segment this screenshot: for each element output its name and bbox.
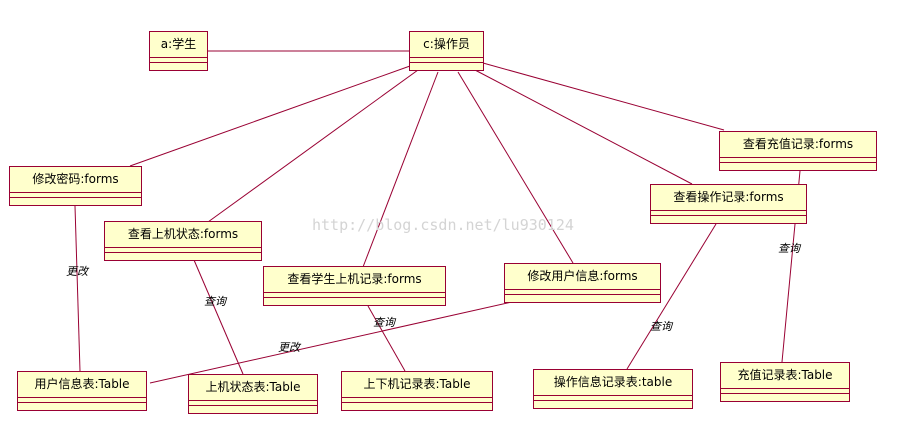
object-operation-info-record-table-label: 操作信息记录表:table <box>534 370 692 396</box>
object-operation-info-record-table[interactable]: 操作信息记录表:table <box>533 369 693 409</box>
link-change-password-user-table <box>74 205 81 372</box>
object-view-operation-record-form-label: 查看操作记录:forms <box>651 185 806 211</box>
edge-label-online-status-query: 查询 <box>204 295 226 308</box>
object-student-label: a:学生 <box>150 32 207 58</box>
object-view-student-online-record-form[interactable]: 查看学生上机记录:forms <box>263 266 446 306</box>
edge-label-student-record-query: 查询 <box>373 316 395 329</box>
object-view-operation-record-form[interactable]: 查看操作记录:forms <box>650 184 807 224</box>
link-operator-recharge-record <box>482 62 725 131</box>
edge-label-recharge-record-query: 查询 <box>778 242 800 255</box>
link-online-status-table <box>193 259 244 375</box>
link-operation-record-table <box>626 223 717 370</box>
link-student-record-table <box>367 305 406 372</box>
object-view-online-status-form-label: 查看上机状态:forms <box>105 222 261 248</box>
object-recharge-record-table[interactable]: 充值记录表:Table <box>720 362 850 402</box>
link-operator-online-status <box>207 69 419 223</box>
edge-label-modify-user-update: 更改 <box>278 341 300 354</box>
edge-label-operation-record-query: 查询 <box>650 320 672 333</box>
object-recharge-record-table-label: 充值记录表:Table <box>721 363 849 389</box>
object-view-online-status-form[interactable]: 查看上机状态:forms <box>104 221 262 261</box>
object-online-status-table[interactable]: 上机状态表:Table <box>188 374 318 414</box>
watermark: http://blog.csdn.net/lu930124 <box>312 216 574 234</box>
link-operator-modify-user <box>457 71 574 264</box>
link-operator-operation-record <box>474 69 693 185</box>
object-student[interactable]: a:学生 <box>149 31 208 71</box>
link-modify-user-user-table <box>149 301 513 384</box>
object-change-password-form[interactable]: 修改密码:forms <box>9 166 142 206</box>
object-login-logout-record-table[interactable]: 上下机记录表:Table <box>341 371 493 411</box>
link-operator-change-password <box>129 65 411 167</box>
object-modify-user-info-form[interactable]: 修改用户信息:forms <box>504 263 661 303</box>
object-view-recharge-record-form-label: 查看充值记录:forms <box>720 132 876 158</box>
object-operator[interactable]: c:操作员 <box>409 31 484 71</box>
object-login-logout-record-table-label: 上下机记录表:Table <box>342 372 492 398</box>
link-operator-student-record <box>362 71 439 268</box>
object-online-status-table-label: 上机状态表:Table <box>189 375 317 401</box>
object-operator-label: c:操作员 <box>410 32 483 58</box>
object-view-recharge-record-form[interactable]: 查看充值记录:forms <box>719 131 877 171</box>
object-view-student-online-record-form-label: 查看学生上机记录:forms <box>264 267 445 293</box>
edge-label-change-password-update: 更改 <box>66 265 88 278</box>
object-modify-user-info-form-label: 修改用户信息:forms <box>505 264 660 290</box>
object-change-password-form-label: 修改密码:forms <box>10 167 141 193</box>
object-user-info-table[interactable]: 用户信息表:Table <box>17 371 147 411</box>
object-user-info-table-label: 用户信息表:Table <box>18 372 146 398</box>
